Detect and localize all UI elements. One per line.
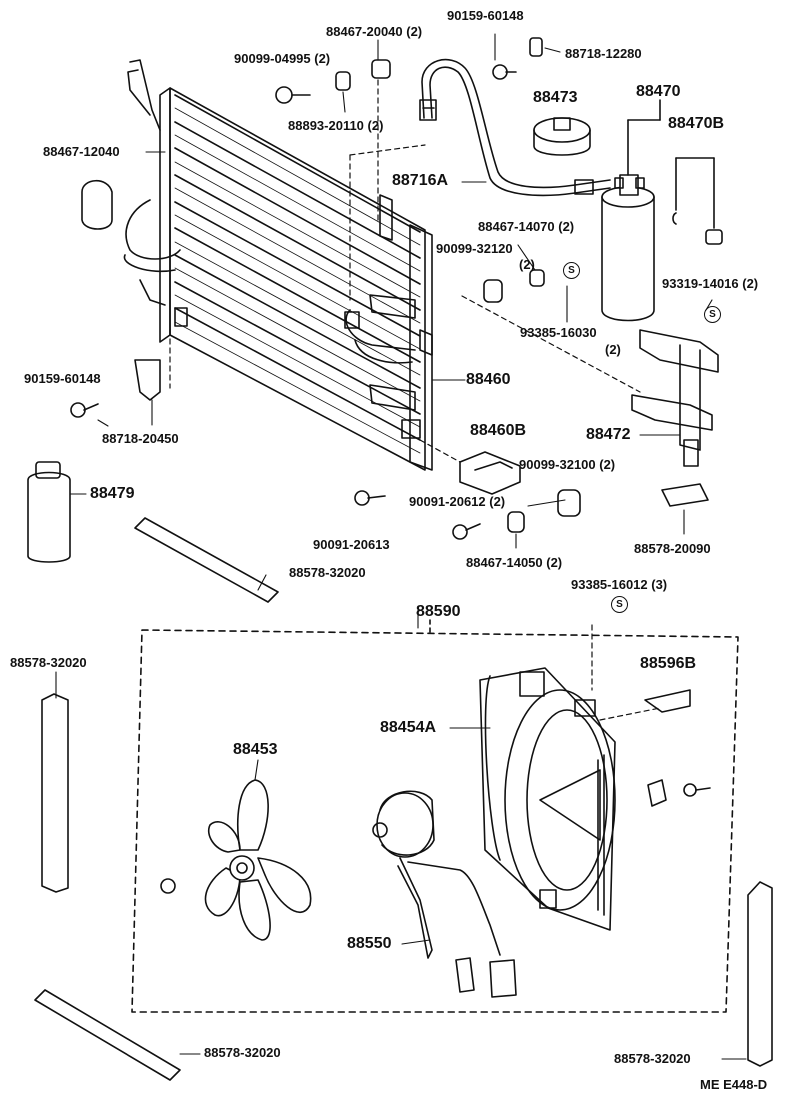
label-88716a: 88716A	[392, 172, 449, 189]
label-88596b: 88596B	[640, 655, 697, 672]
label-93385-16012: 93385-16012 (3)	[571, 577, 668, 592]
label-88454a: 88454A	[380, 719, 437, 736]
label-88473: 88473	[533, 89, 578, 106]
label-90091-20613: 90091-20613	[313, 537, 390, 552]
label-90099-32120: 90099-32120	[436, 241, 513, 256]
label-90091-20612: 90091-20612 (2)	[409, 494, 506, 509]
label-88893-20110: 88893-20110 (2)	[288, 118, 384, 133]
pressure-switch	[533, 117, 591, 156]
label-88578-32020-c: 88578-32020	[204, 1045, 281, 1060]
label-90099-32120-qty: (2)	[519, 257, 535, 272]
oil-can	[27, 461, 71, 563]
fan-motor	[372, 790, 517, 998]
label-88470b: 88470B	[668, 115, 725, 132]
label-88472: 88472	[586, 426, 631, 443]
leader-lines	[55, 33, 747, 1060]
receiver-bracket	[631, 329, 719, 467]
label-88467-14050: 88467-14050 (2)	[466, 555, 563, 570]
hardware	[70, 37, 711, 894]
label-88470: 88470	[636, 83, 681, 100]
label-93319-14016: 93319-14016 (2)	[662, 276, 759, 291]
seal-strips	[34, 517, 773, 1081]
label-88479: 88479	[90, 485, 135, 502]
label-88578-32020-d: 88578-32020	[614, 1051, 691, 1066]
discharge-pipe	[419, 58, 611, 197]
label-88718-20450: 88718-20450	[102, 431, 179, 446]
label-90099-04995: 90099-04995 (2)	[234, 51, 331, 66]
s-symbol-93385-16030: S	[563, 262, 580, 279]
label-diagram-code: ME E448-D	[700, 1077, 768, 1092]
label-88578-32020-b: 88578-32020	[10, 655, 87, 670]
label-88453: 88453	[233, 741, 278, 758]
s-symbol-93385-16012: S	[611, 596, 628, 613]
label-88460: 88460	[466, 371, 511, 388]
label-90159-60148-left: 90159-60148	[24, 371, 101, 386]
label-88550: 88550	[347, 935, 392, 952]
label-93385-16030-qty: (2)	[605, 342, 621, 357]
s-symbol-93319-14016: S	[704, 306, 721, 323]
label-88590: 88590	[416, 603, 461, 620]
receiver-drier	[601, 99, 723, 322]
fan-blade	[204, 779, 312, 941]
bracket-88460b	[459, 451, 521, 495]
label-88460b: 88460B	[470, 422, 527, 439]
label-88467-20040: 88467-20040 (2)	[326, 24, 423, 39]
label-88467-14070: 88467-14070 (2)	[478, 219, 575, 234]
label-93385-16030: 93385-16030	[520, 325, 597, 340]
condenser-core	[123, 59, 433, 471]
label-88578-20090: 88578-20090	[634, 541, 711, 556]
fan-shroud	[479, 667, 616, 931]
dashed-leaders	[169, 79, 661, 721]
label-88578-32020-a: 88578-32020	[289, 565, 366, 580]
label-90159-60148-top: 90159-60148	[447, 8, 524, 23]
label-88467-12040: 88467-12040	[43, 144, 120, 159]
fan-assembly-box	[131, 619, 739, 1013]
label-90099-32100: 90099-32100 (2)	[519, 457, 616, 472]
label-88718-12280: 88718-12280	[565, 46, 642, 61]
